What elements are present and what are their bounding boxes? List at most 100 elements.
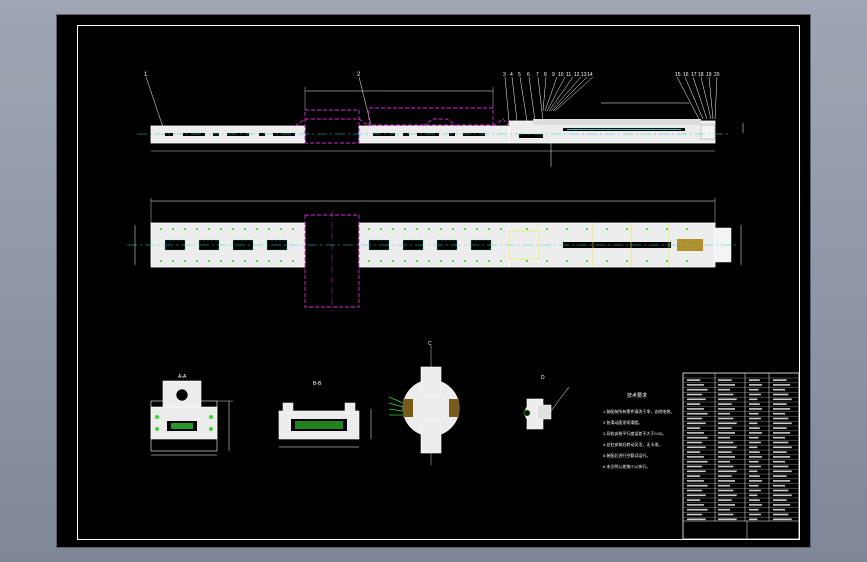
bom-cell-mark xyxy=(773,513,789,516)
bom-cell-mark xyxy=(687,508,708,511)
label-c: C xyxy=(428,341,432,347)
bom-cell-mark xyxy=(687,489,703,492)
bom-cell-mark xyxy=(687,432,704,434)
bom-cell-mark xyxy=(687,388,708,391)
bom-cell-mark xyxy=(687,441,703,444)
plan-view xyxy=(127,198,742,311)
callout-2: 2 xyxy=(357,72,361,78)
bom-cell-mark xyxy=(773,518,792,521)
bom-cell-mark xyxy=(718,484,730,487)
bom-cell-mark xyxy=(749,508,759,511)
callout-13: 13 xyxy=(581,72,587,78)
section-a-a: A-A xyxy=(150,374,233,456)
bom-cell-mark xyxy=(687,422,706,425)
bom-cell-mark xyxy=(773,460,785,463)
bom-cell-mark xyxy=(773,441,789,444)
bom-cell-mark xyxy=(749,451,760,453)
bom-cell-mark xyxy=(749,436,759,439)
note-line-6: 6.未注明公差按IT12执行。 xyxy=(603,463,650,469)
bom-cell-mark xyxy=(773,393,789,396)
bom-cell-mark xyxy=(749,489,761,492)
bom-cell-mark xyxy=(687,417,703,420)
label-d: D xyxy=(541,375,545,381)
bom-cell-mark xyxy=(749,475,760,477)
bom-cell-mark xyxy=(718,436,730,439)
bom-cell-mark xyxy=(718,508,730,511)
bom-cell-mark xyxy=(718,465,734,468)
note-line-4: 4.丝杠安装后转动灵活，无卡滞。 xyxy=(603,441,662,447)
bom-cell-mark xyxy=(718,384,735,386)
bom-cell-mark xyxy=(773,470,792,473)
bom-cell-mark xyxy=(687,484,708,487)
leader-lines xyxy=(145,76,718,128)
note-line-5: 5.装配后进行空载试运行。 xyxy=(603,452,650,458)
bom-cell-mark xyxy=(718,475,732,477)
bom-cell-mark xyxy=(749,480,763,482)
bom-cell-mark xyxy=(773,427,787,429)
bom-cell-mark xyxy=(687,398,706,401)
bom-cell-mark xyxy=(773,508,785,511)
bom-cell-mark xyxy=(718,494,737,497)
bom-cell-mark xyxy=(773,465,789,468)
callout-9: 9 xyxy=(552,72,555,78)
bom-cell-mark xyxy=(687,518,706,521)
bom-cell-mark xyxy=(749,456,763,458)
bom-cell-mark xyxy=(718,393,734,396)
bom-cell-mark xyxy=(718,504,735,506)
bom-cell-mark xyxy=(687,384,704,386)
note-line-1: 1.装配前所有零件清洗干净，去除毛刺。 xyxy=(603,408,674,414)
bom-cell-mark xyxy=(773,379,787,381)
bom-cell-mark xyxy=(687,451,701,453)
bom-cell-mark xyxy=(687,494,706,497)
bom-cell-mark xyxy=(773,489,789,492)
label-b-b: B-B xyxy=(313,381,322,387)
bom-cell-mark xyxy=(773,504,790,506)
detail-c: C xyxy=(388,341,460,465)
bom-cell-mark xyxy=(718,460,730,463)
bom-cell-mark xyxy=(773,499,787,501)
bom-cell-mark xyxy=(773,388,785,391)
bom-cell-mark xyxy=(718,412,730,415)
bom-cell-mark xyxy=(773,480,790,482)
drawing-viewport[interactable]: 1 2 3 4 5 6 7 8 9 10 11 12 13 14 15 16 1… xyxy=(56,14,811,548)
bom-cell-mark xyxy=(773,494,792,497)
bom-cell-mark xyxy=(687,456,704,458)
callout-5: 5 xyxy=(518,72,521,78)
bom-cell-mark xyxy=(687,446,706,449)
rail-slots xyxy=(165,133,295,136)
callout-15: 15 xyxy=(675,72,681,78)
bom-cell-mark xyxy=(749,388,759,391)
bom-cell-mark xyxy=(773,384,790,386)
bom-cell-mark xyxy=(718,427,732,429)
bom-cell-mark xyxy=(718,518,737,521)
bom-cell-mark xyxy=(687,408,704,410)
bom-cell-mark xyxy=(687,499,701,501)
bom-cell-mark xyxy=(773,417,789,420)
callout-3: 3 xyxy=(503,72,506,78)
bom-cell-mark xyxy=(749,484,759,487)
front-elevation-view xyxy=(137,76,744,167)
bom-cell-mark xyxy=(718,470,737,473)
callout-6: 6 xyxy=(527,72,530,78)
bom-cell-mark xyxy=(749,518,758,521)
bom-cell-mark xyxy=(773,432,790,434)
bom-cell-mark xyxy=(687,393,703,396)
bom-cell-mark xyxy=(718,451,732,453)
bom-cell-mark xyxy=(773,403,787,405)
bom-cell-mark xyxy=(749,417,761,420)
bom-cell-mark xyxy=(687,460,708,463)
bom-cell-mark xyxy=(687,513,703,516)
bom-cell-mark xyxy=(718,422,737,425)
title-block xyxy=(682,372,800,540)
bom-cell-mark xyxy=(749,393,761,396)
bom-cell-mark xyxy=(749,513,761,516)
bom-cell-mark xyxy=(749,432,763,434)
bom-cell-mark xyxy=(687,480,704,482)
bom-cell-mark xyxy=(718,446,737,449)
bom-cell-mark xyxy=(718,499,732,501)
bom-cell-mark xyxy=(749,422,758,425)
section-b-b: B-B xyxy=(278,381,372,448)
bom-cell-mark xyxy=(749,460,759,463)
bom-cell-mark xyxy=(773,408,790,410)
sheet-border xyxy=(77,25,800,540)
